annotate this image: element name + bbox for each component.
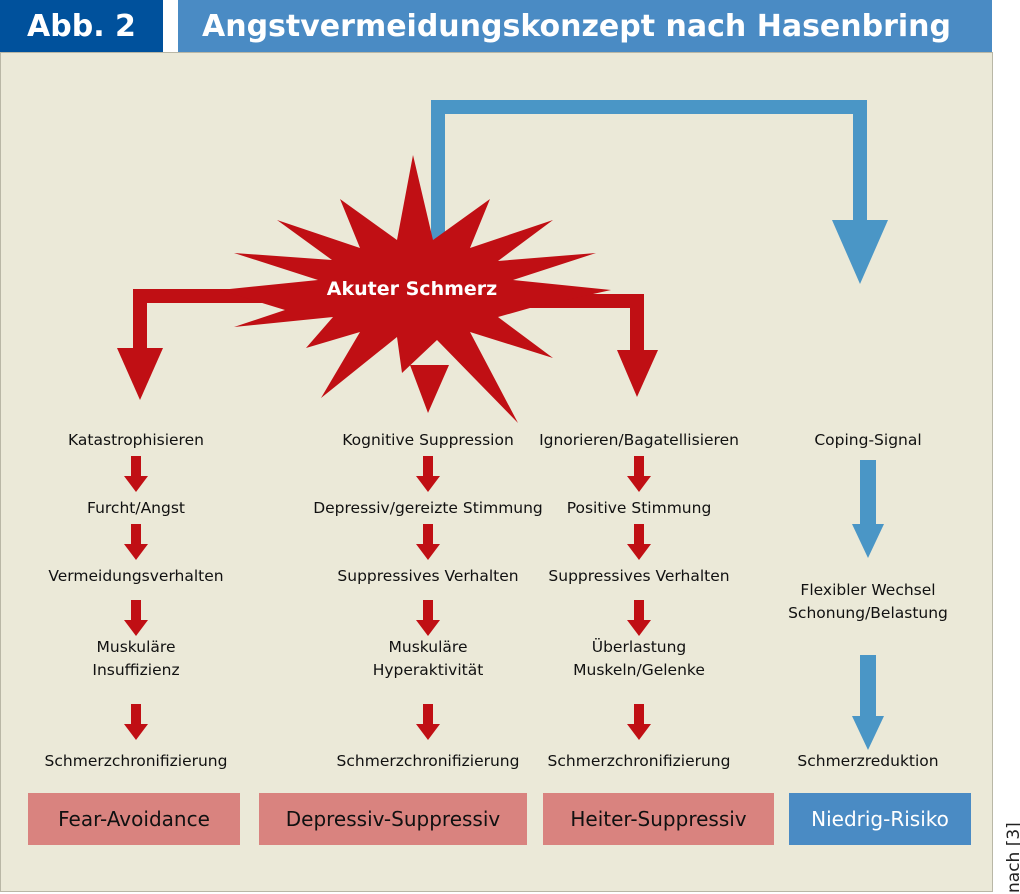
step-arrow bbox=[124, 456, 148, 492]
step-arrow bbox=[124, 524, 148, 560]
step-label: Vermeidungsverhalten bbox=[48, 567, 224, 585]
outcome-box: Heiter-Suppressiv bbox=[543, 793, 774, 845]
blue-branch-arrowhead bbox=[832, 220, 888, 284]
step-label: Schmerzchronifizierung bbox=[44, 752, 228, 770]
step-label: Suppressives Verhalten bbox=[548, 567, 730, 585]
step-label: Kognitive Suppression bbox=[342, 431, 514, 449]
step-label: Suppressives Verhalten bbox=[337, 567, 519, 585]
blue-branch-line bbox=[431, 100, 445, 240]
step-label: Muskuläre Hyperaktivität bbox=[372, 638, 484, 679]
step-label: Überlastung Muskeln/Gelenke bbox=[573, 638, 705, 679]
step-label: Schmerzchronifizierung bbox=[336, 752, 520, 770]
step-arrow bbox=[124, 600, 148, 636]
source-note: nach [3] bbox=[1004, 822, 1020, 893]
step-arrow bbox=[627, 456, 651, 492]
acute-pain-label: Akuter Schmerz bbox=[326, 278, 498, 300]
step-arrow bbox=[627, 524, 651, 560]
step-label: Muskuläre Insuffizienz bbox=[92, 638, 180, 679]
step-label: Ignorieren/Bagatellisieren bbox=[539, 431, 739, 449]
outcome-box: Depressiv-Suppressiv bbox=[259, 793, 527, 845]
outcome-box: Fear-Avoidance bbox=[28, 793, 240, 845]
step-label: Katastrophisieren bbox=[68, 431, 204, 449]
diagram-title: Angstvermeidungskonzept nach Hasenbring bbox=[178, 0, 992, 52]
step-label: Positive Stimmung bbox=[566, 499, 712, 517]
step-arrow bbox=[124, 704, 148, 740]
figure-number: Abb. 2 bbox=[0, 0, 163, 52]
outcome-box: Niedrig-Risiko bbox=[789, 793, 971, 845]
left-branch-arrowhead bbox=[117, 348, 163, 400]
step-arrow bbox=[852, 460, 884, 558]
step-label: Schmerzchronifizierung bbox=[547, 752, 731, 770]
step-arrow bbox=[416, 704, 440, 740]
step-arrow bbox=[416, 456, 440, 492]
step-arrow bbox=[627, 600, 651, 636]
step-arrow bbox=[852, 655, 884, 750]
right-branch-arrowhead bbox=[617, 350, 658, 397]
step-label: Furcht/Angst bbox=[87, 499, 185, 517]
step-label: Flexibler Wechsel Schonung/Belastung bbox=[788, 581, 948, 622]
diagram-panel bbox=[0, 52, 993, 892]
step-arrow bbox=[627, 704, 651, 740]
step-label: Schmerzreduktion bbox=[797, 752, 939, 770]
step-label: Depressiv/gereizte Stimmung bbox=[313, 499, 543, 517]
step-arrow bbox=[416, 600, 440, 636]
step-arrow bbox=[416, 524, 440, 560]
middle-branch-arrowhead bbox=[410, 365, 449, 413]
step-label: Coping-Signal bbox=[814, 431, 922, 449]
acute-pain-starburst bbox=[220, 155, 611, 423]
